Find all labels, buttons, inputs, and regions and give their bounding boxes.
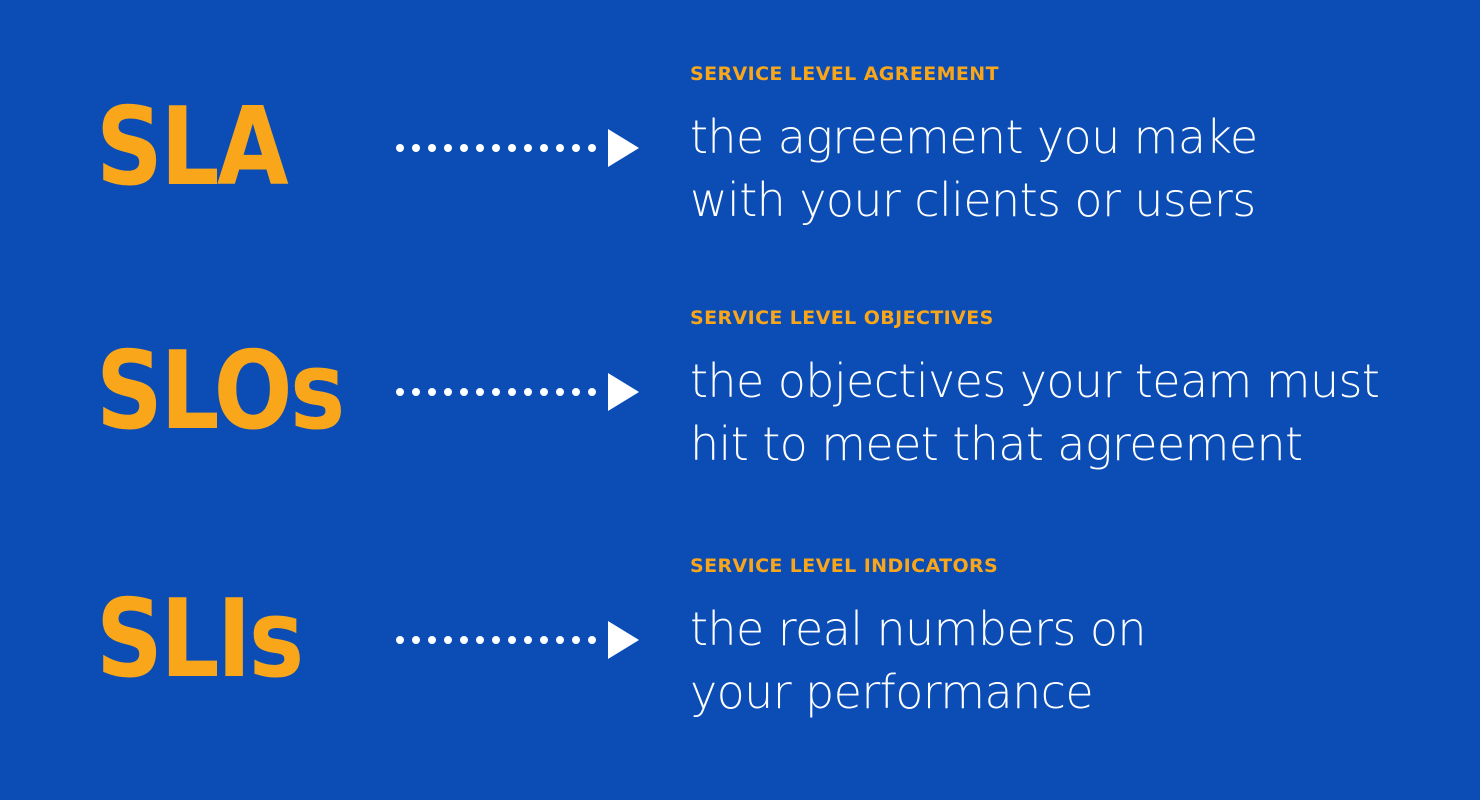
arrowhead-icon [608,129,639,167]
dot [556,636,564,644]
kicker-label-slis: SERVICE LEVEL INDICATORS [690,555,999,578]
dot [540,144,548,152]
dot [460,636,468,644]
dot [524,144,532,152]
dot [412,636,420,644]
dot [396,388,404,396]
dot [540,636,548,644]
dot [508,388,516,396]
dot [572,636,580,644]
dot [588,388,596,396]
dot [444,144,452,152]
dot [556,388,564,396]
dot [412,388,420,396]
dot [524,636,532,644]
dot [412,144,420,152]
dot [588,144,596,152]
dot [476,388,484,396]
dot [524,388,532,396]
description-sla: the agreement you make with your clients… [690,110,1258,227]
dot [476,636,484,644]
dot [428,144,436,152]
definition-row-slos: SLOs SERVICE LEVEL OBJECTIVES the [0,292,1480,492]
dot [508,636,516,644]
dot [508,144,516,152]
dot [396,636,404,644]
dot [492,144,500,152]
acronym-slis: SLIs [96,577,304,703]
dotted-arrow-right-icon [396,48,639,248]
dot [492,388,500,396]
definition-text-slos: SERVICE LEVEL OBJECTIVES the objectives … [690,292,1450,492]
definition-row-slis: SLIs SERVICE LEVEL INDICATORS the [0,540,1480,740]
dot [572,144,580,152]
dot [444,636,452,644]
dot [428,388,436,396]
dot [428,636,436,644]
kicker-label-sla: SERVICE LEVEL AGREEMENT [690,63,999,86]
dot [460,144,468,152]
dot [460,388,468,396]
dot [540,388,548,396]
definition-text-slis: SERVICE LEVEL INDICATORS the real number… [690,540,1450,740]
dot [492,636,500,644]
dot [556,144,564,152]
arrowhead-icon [608,621,639,659]
definition-row-sla: SLA SERVICE LEVEL AGREEMENT the a [0,48,1480,248]
kicker-label-slos: SERVICE LEVEL OBJECTIVES [690,307,994,330]
description-slis: the real numbers on your performance [690,602,1147,719]
description-slos: the objectives your team must hit to mee… [690,354,1380,471]
dotted-arrow-right-icon [396,292,639,492]
dot-trail [396,636,596,644]
acronym-sla: SLA [96,85,289,211]
dot [588,636,596,644]
arrowhead-icon [608,373,639,411]
dot [444,388,452,396]
dotted-arrow-right-icon [396,540,639,740]
dot [396,144,404,152]
definition-text-sla: SERVICE LEVEL AGREEMENT the agreement yo… [690,48,1450,248]
dot-trail [396,388,596,396]
acronym-slos: SLOs [96,329,345,455]
dot [572,388,580,396]
dot [476,144,484,152]
dot-trail [396,144,596,152]
